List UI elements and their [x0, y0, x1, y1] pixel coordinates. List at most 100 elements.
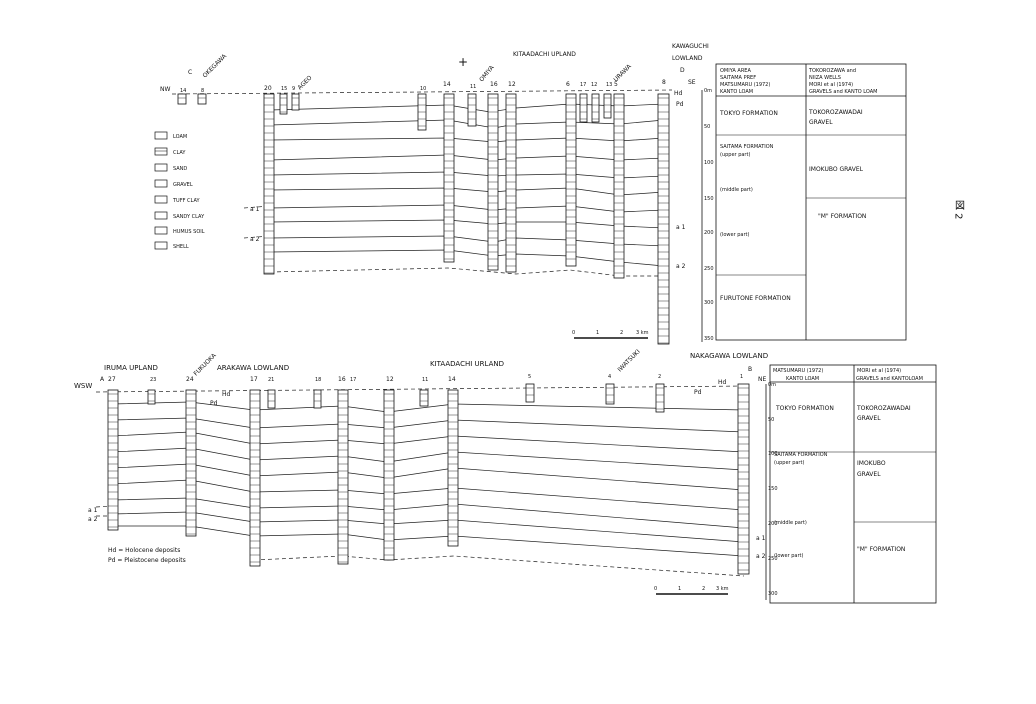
legend-item: SAND [173, 166, 187, 172]
bh-label: 6 [566, 81, 570, 88]
note-pleistocene: Pd = Pleistocene deposits [108, 557, 186, 564]
scale-label: 1 [596, 330, 599, 336]
bh-label: 18 [315, 377, 321, 383]
bottom-place-nakagawa: NAKAGAWA LOWLAND [690, 352, 768, 360]
borehole-column [605, 383, 615, 405]
bottom-pd: Pd [210, 400, 218, 407]
bh-label: 24 [186, 376, 194, 383]
scale-label: 3 km [636, 330, 649, 336]
top-borehole-labels: 14 8 20 15 9 10 14 11 16 12 6 17 12 13 5… [180, 79, 666, 94]
borehole-column [147, 389, 156, 405]
bottom-scale-bar: 0 1 2 3 km [654, 586, 729, 595]
formation-label: IMOKUBO GRAVEL [809, 166, 864, 173]
depth-label: 150 [768, 486, 778, 492]
bh-label: 8 [201, 88, 204, 94]
depth-label: 100 [768, 451, 778, 457]
formation-label: GRAVEL [809, 119, 833, 126]
formation-label: SAITAMA FORMATION [720, 144, 774, 150]
table-header: TOKOROZAWA and [808, 68, 856, 74]
bottom-end-right: NE [758, 376, 766, 383]
top-boreholes [177, 93, 670, 345]
bh-label: 4 [608, 374, 611, 380]
borehole-column [197, 93, 207, 105]
borehole-column [467, 93, 477, 127]
bottom-surface-line [95, 385, 745, 393]
bh-label: 14 [443, 81, 451, 88]
depth-label: 0m [704, 88, 712, 94]
borehole-column [443, 93, 455, 263]
borehole-column [603, 93, 612, 119]
bh-label: 12 [386, 376, 394, 383]
bottom-section-start: A [100, 376, 105, 383]
bh-label: 27 [108, 376, 116, 383]
borehole-column [279, 93, 288, 115]
top-cross-mark: + [458, 55, 468, 69]
scale-label: 3 km [716, 586, 729, 592]
bottom-horizon-a1-left: a 1 [88, 507, 98, 514]
formation-label: IMOKUBO [857, 460, 886, 467]
top-horizon-a1-left: a 1 [250, 206, 260, 213]
table-header: KANTO LOAM [786, 376, 819, 382]
top-right-region-1: KAWAGUCHI [672, 43, 709, 50]
bh-label: 17 [350, 377, 356, 383]
table-header: MATSUMARU (1972) [773, 368, 823, 374]
bottom-section-end: B [748, 366, 752, 373]
borehole-column [263, 93, 275, 275]
borehole-column [185, 389, 197, 537]
formation-label: (upper part) [720, 152, 750, 158]
table-header: NIIZA WELLS [809, 75, 841, 81]
bh-label: 20 [264, 85, 272, 92]
legend-item: TUFF CLAY [172, 198, 200, 204]
depth-label: 150 [704, 196, 714, 202]
top-place-kitaadachi: KITAADACHI UPLAND [513, 51, 576, 58]
legend: LOAM CLAY SAND GRAVEL TUFF CLAY SANDY CL… [154, 131, 205, 250]
bh-label: 16 [490, 81, 498, 88]
depth-label: 300 [768, 591, 778, 597]
top-end-right: SE [688, 79, 696, 86]
bh-label: 12 [591, 82, 597, 88]
formation-label: TOKOROZAWADAI [856, 405, 911, 412]
figure-label: 図 2 [953, 200, 965, 220]
bh-label: 23 [150, 377, 156, 383]
legend-item: GRAVEL [173, 182, 193, 188]
legend-item: SHELL [173, 244, 189, 250]
bottom-boreholes [107, 383, 750, 575]
borehole-column [565, 93, 577, 267]
formation-label: TOKYO FORMATION [719, 110, 778, 117]
borehole-column [313, 389, 322, 409]
bh-label: 10 [420, 86, 426, 92]
bottom-place-iwatsuki: IWATSUKI [616, 348, 641, 373]
top-section-end: D [680, 67, 685, 74]
bottom-pd-right: Pd [694, 389, 702, 396]
bh-label: 14 [180, 88, 186, 94]
formation-label: "M" FORMATION [818, 213, 866, 220]
formation-label: (lower part) [720, 232, 749, 238]
bh-label: 12 [508, 81, 516, 88]
formation-label: GRAVEL [857, 471, 881, 478]
borehole-column [657, 93, 670, 345]
depth-label: 200 [704, 230, 714, 236]
scale-label: 0 [572, 330, 575, 336]
bh-label: 5 [528, 374, 531, 380]
borehole-column [177, 93, 187, 105]
bottom-horizon-a2-left: a 2 [88, 516, 98, 523]
top-pd: Pd [676, 101, 684, 108]
bh-label: 11 [422, 377, 428, 383]
top-section-start: C [188, 69, 192, 76]
depth-label: 200 [768, 521, 778, 527]
bh-label: 21 [268, 377, 274, 383]
top-place-ageo: AGEO [296, 74, 313, 91]
bottom-hd-right: Hd [718, 379, 727, 386]
formation-label: (middle part) [774, 520, 807, 526]
bh-label: 1 [740, 374, 743, 380]
bottom-place-iruma: IRUMA UPLAND [104, 364, 158, 372]
legend-item: SANDY CLAY [173, 214, 205, 220]
scale-label: 2 [702, 586, 705, 592]
scale-label: 2 [620, 330, 623, 336]
bottom-depth-axis: 0m 50 100 150 200 250 300 [765, 382, 778, 600]
borehole-column [525, 383, 535, 403]
table-header: GRAVELS and KANTO LOAM [809, 89, 878, 95]
formation-label: (lower part) [774, 553, 803, 559]
top-stratigraphy-table: OMIYA AREA SAITAMA PREF MATSUMARU (1972)… [715, 63, 907, 341]
